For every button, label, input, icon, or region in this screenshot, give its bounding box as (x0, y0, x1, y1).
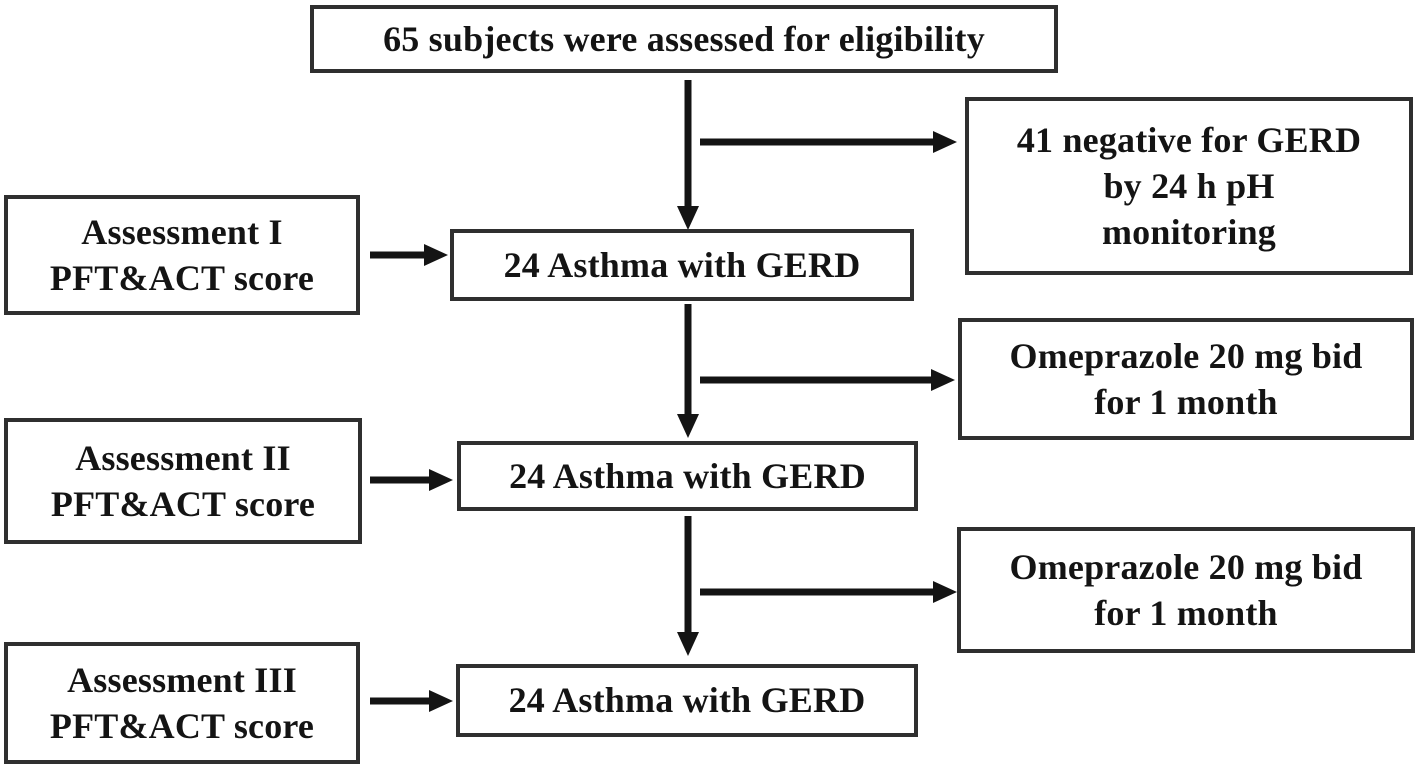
assessment-2-line2: PFT&ACT score (50, 484, 316, 524)
box-asthma-1: 24 Asthma with GERD (450, 229, 914, 301)
assessment-3-line1: Assessment III (67, 659, 297, 700)
assessment-1-line1: Assessment I (81, 211, 283, 252)
box-assessment-1: Assessment I PFT&ACT score (4, 195, 360, 315)
gerd-negative-line1: 41 negative for GERD (1016, 119, 1362, 160)
asthma-2-text: 24 Asthma with GERD (509, 455, 866, 496)
assessment-3-line2: PFT&ACT score (49, 706, 315, 746)
omeprazole-2-line2: for 1 month (1094, 593, 1278, 633)
omeprazole-1-line2: for 1 month (1094, 382, 1278, 422)
gerd-negative-line3: monitoring (1101, 212, 1276, 253)
omeprazole-1-line1: Omeprazole 20 mg bid (1009, 335, 1363, 376)
omeprazole-2-line1: Omeprazole 20 mg bid (1009, 546, 1363, 587)
assessment-2-line1: Assessment II (75, 437, 291, 478)
box-assessment-2: Assessment II PFT&ACT score (4, 418, 362, 544)
box-assessment-3: Assessment III PFT&ACT score (4, 642, 360, 764)
box-omeprazole-2: Omeprazole 20 mg bid for 1 month (957, 527, 1415, 653)
assessment-1-line2: PFT&ACT score (49, 258, 315, 298)
asthma-1-text: 24 Asthma with GERD (503, 244, 861, 285)
eligibility-text: 65 subjects were assessed for eligibilit… (383, 18, 985, 59)
box-gerd-negative: 41 negative for GERD by 24 h pH monitori… (965, 97, 1413, 275)
box-asthma-2: 24 Asthma with GERD (457, 441, 918, 511)
asthma-3-text: 24 Asthma with GERD (508, 680, 866, 721)
box-omeprazole-1: Omeprazole 20 mg bid for 1 month (958, 318, 1414, 440)
box-asthma-3: 24 Asthma with GERD (456, 664, 918, 737)
box-eligibility: 65 subjects were assessed for eligibilit… (310, 5, 1058, 73)
gerd-negative-line2: by 24 h pH (1103, 165, 1275, 206)
